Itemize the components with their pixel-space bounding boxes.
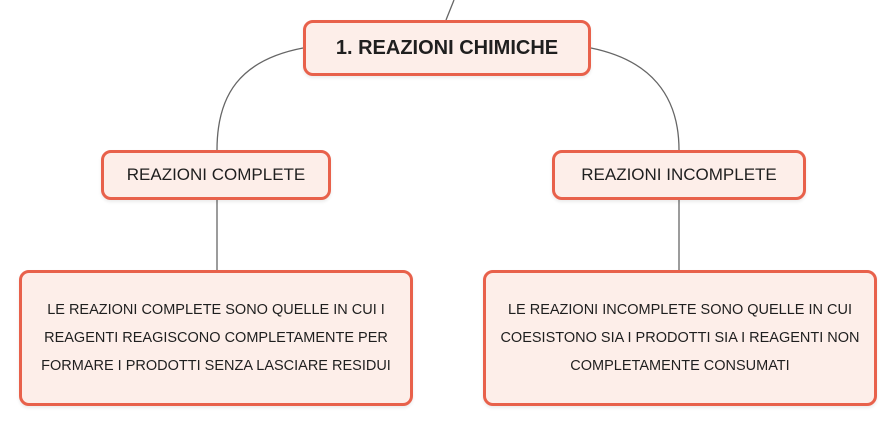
complete-reactions-description: LE REAZIONI COMPLETE SONO QUELLE IN CUI …: [41, 302, 391, 374]
incomplete-reactions-description: LE REAZIONI INCOMPLETE SONO QUELLE IN CU…: [500, 302, 860, 374]
complete-reactions-label: REAZIONI COMPLETE: [126, 165, 306, 184]
incomplete-reactions-description-node[interactable]: LE REAZIONI INCOMPLETE SONO QUELLE IN CU…: [483, 270, 877, 406]
connector-root-to-complete: [216, 47, 304, 151]
complete-reactions-description-node[interactable]: LE REAZIONI COMPLETE SONO QUELLE IN CUI …: [19, 270, 413, 406]
parent-connector-line: [445, 0, 455, 21]
incomplete-reactions-label: REAZIONI INCOMPLETE: [581, 165, 777, 184]
root-node[interactable]: 1. REAZIONI CHIMICHE: [303, 20, 591, 76]
complete-reactions-node[interactable]: REAZIONI COMPLETE: [101, 150, 331, 200]
connector-root-to-incomplete: [590, 47, 680, 151]
incomplete-reactions-node[interactable]: REAZIONI INCOMPLETE: [552, 150, 806, 200]
root-node-label: 1. REAZIONI CHIMICHE: [335, 36, 559, 59]
